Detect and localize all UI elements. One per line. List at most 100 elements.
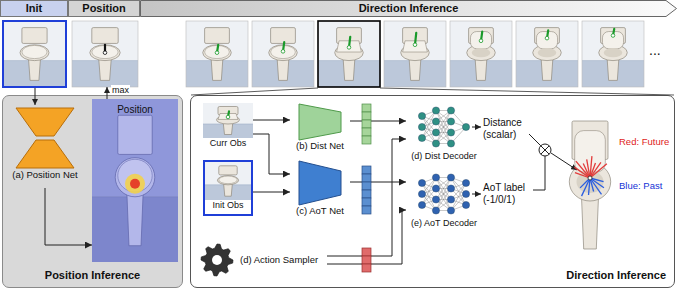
zoom-line: [380, 88, 674, 95]
wall: [582, 21, 644, 61]
contact-point: [347, 46, 351, 50]
decoder-block: (d) Dist Decoder: [406, 103, 482, 165]
wall: [203, 103, 253, 124]
node-label: (d) Dist Decoder: [411, 151, 477, 161]
mlp-unit: [418, 134, 425, 141]
mlp-unit: [462, 179, 469, 186]
output-label: Distance (scalar): [483, 117, 533, 140]
encoder-shape: [299, 161, 341, 205]
image-frame: [72, 21, 138, 87]
contact-point: [103, 51, 107, 55]
selected-frame: [318, 21, 380, 87]
image-frame: [186, 21, 248, 87]
mlp-unit: [432, 174, 439, 181]
node-label: (a) Position Net: [12, 170, 77, 181]
toilet-bowl: [20, 45, 49, 61]
connector: [350, 121, 406, 122]
output-arrow: [551, 153, 577, 170]
leader-line: [533, 156, 545, 190]
toilet-bowl: [203, 45, 232, 61]
connector: [327, 210, 406, 264]
output-arrow: [472, 194, 481, 195]
feature-cell: [362, 256, 371, 264]
output-label: AoT label (-1/0/1): [483, 182, 545, 205]
label-anchor: Red: Future: [618, 137, 670, 148]
feature-cell: [362, 174, 371, 182]
heatmap-image: Position: [92, 99, 178, 262]
image-frame: [516, 21, 578, 87]
contact-point: [215, 51, 219, 55]
connector: [45, 188, 92, 245]
toilet-hole: [604, 48, 623, 57]
mlp-unit: [418, 123, 425, 130]
wall: [72, 21, 138, 61]
mlp-unit: [432, 207, 439, 214]
node-label: Init Obs: [212, 200, 243, 210]
node-label: Direction Inference: [359, 2, 459, 15]
wall: [384, 21, 446, 61]
mlp-unit: [447, 118, 454, 125]
past-direction: [582, 178, 590, 196]
heat-spot: [125, 174, 145, 194]
future-direction: [590, 164, 607, 178]
encoder-shape: [16, 108, 74, 136]
zoom-line: [191, 88, 318, 95]
mlp-unit: [432, 129, 439, 136]
color-key: Blue: Past: [618, 181, 663, 192]
feature-cell: [362, 104, 371, 112]
mlp-unit: [447, 185, 454, 192]
observation-image: Curr Obs: [203, 103, 253, 151]
contact-point: [611, 34, 615, 38]
toilet-lid: [22, 45, 47, 58]
leader-line: [529, 134, 541, 146]
heat-peak: [130, 179, 140, 189]
node-label: Init: [26, 2, 43, 15]
network-block: (c) AoT Net: [290, 160, 350, 222]
connector: [253, 134, 290, 174]
feature-cell: [362, 166, 371, 174]
decoder-block: (e) AoT Decoder: [406, 170, 482, 232]
toilet-lid: [470, 32, 491, 49]
header-box: Init: [0, 0, 68, 17]
node-label: Curr Obs: [210, 138, 247, 148]
past-direction: [590, 178, 601, 194]
operation-label: max: [111, 85, 130, 95]
mlp-unit: [418, 179, 425, 186]
mlp-unit: [447, 129, 454, 136]
toilet-tank: [219, 166, 237, 175]
network-block: (a) Position Net: [5, 106, 85, 188]
gear-hole: [212, 255, 222, 265]
header-box: Position: [68, 0, 140, 17]
mlp-shape: [417, 170, 471, 218]
contact-point: [479, 39, 483, 43]
panel-title: Position Inference: [45, 269, 140, 282]
feature-cell: [362, 120, 371, 128]
encoder-shape: [299, 104, 341, 140]
feature-cell: [362, 190, 371, 198]
header-arrow: Direction Inference: [140, 0, 677, 17]
label-anchor: Blue: Past: [618, 181, 663, 192]
image-frame: [450, 21, 512, 87]
feature-cell: [362, 136, 371, 144]
color-key: Red: Future: [618, 137, 670, 148]
network-block: (b) Dist Net: [290, 103, 350, 157]
contact-point: [281, 50, 285, 54]
mlp-unit: [432, 140, 439, 147]
wall: [186, 21, 248, 61]
mlp-unit: [447, 196, 454, 203]
feature-cell: [362, 248, 371, 256]
wall: [252, 21, 314, 61]
label-anchor: AoT label (-1/0/1): [483, 182, 545, 205]
mlp-unit: [418, 201, 425, 208]
mlp-unit: [432, 107, 439, 114]
mlp-unit: [418, 112, 425, 119]
connector: [253, 192, 290, 193]
toilet-tank: [118, 115, 152, 154]
toilet-bowl: [90, 45, 120, 61]
sampler-block: (d) Action Sampler: [200, 240, 327, 280]
contact-point: [588, 176, 592, 180]
toilet-lid: [205, 45, 230, 58]
node-label: Position: [117, 104, 153, 116]
label-anchor: max: [111, 85, 130, 95]
heat-shape: [92, 99, 178, 262]
